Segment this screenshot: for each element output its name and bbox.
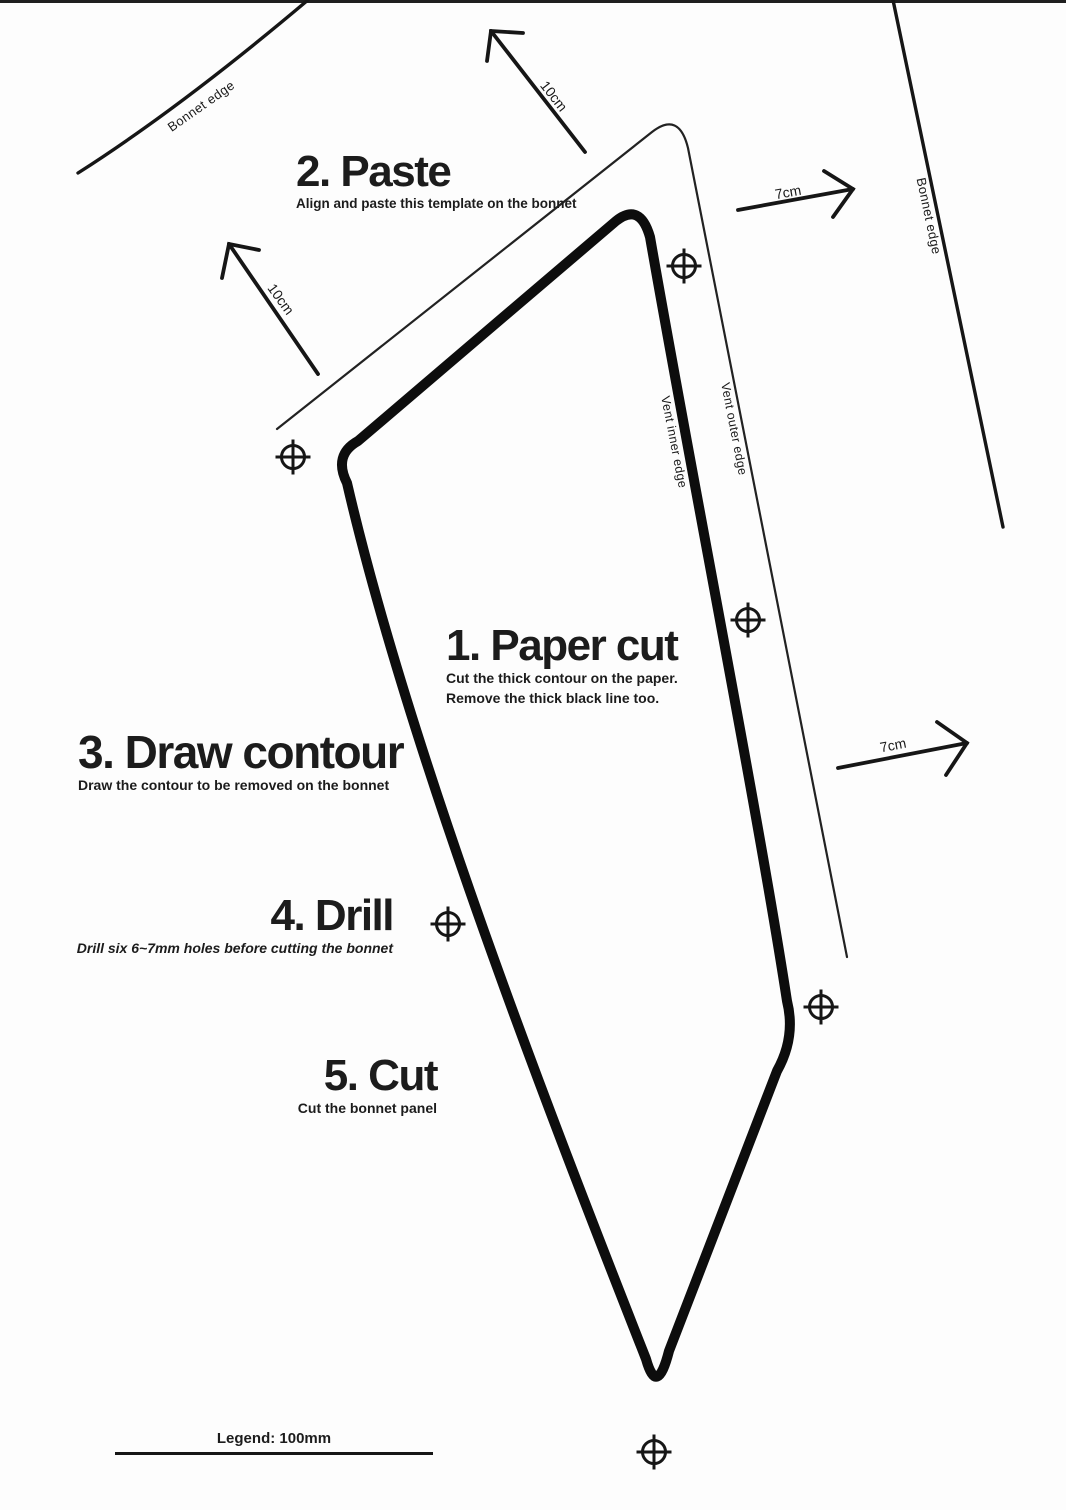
arrow-10cm-left	[220, 241, 320, 376]
step-draw-contour-title: 3. Draw contour	[78, 726, 405, 778]
drill-mark-top-left	[274, 438, 312, 476]
legend-scale-bar: Legend: 100mm	[115, 1430, 433, 1455]
step-paper-cut-title: 1. Paper cut	[446, 621, 679, 670]
page-top-border	[0, 0, 1066, 3]
arrow-10cm-left-shaft	[227, 242, 320, 376]
drill-mark-right-lower	[802, 988, 840, 1026]
step-draw-contour-desc: Draw the contour to be removed on the bo…	[78, 777, 390, 793]
step-paper-cut: 1. Paper cut Cut the thick contour on th…	[446, 621, 679, 709]
bonnet-edge-line-top-left	[76, 0, 310, 175]
step-paste-title: 2. Paste	[296, 147, 452, 196]
drill-mark-right-upper	[729, 601, 767, 639]
arrow-7cm-right-shaft	[836, 741, 969, 770]
arrow-10cm-top	[485, 28, 587, 154]
arrow-7cm-right-head	[935, 720, 970, 777]
arrow-7cm-right	[836, 720, 970, 777]
step-paste: 2. Paste Align and paste this template o…	[296, 150, 577, 214]
arrow-10cm-top-head	[485, 28, 525, 63]
drill-mark-left-mid	[429, 905, 467, 943]
step-drill: 4. Drill Drill six 6~7mm holes before cu…	[76, 891, 395, 958]
step-paper-cut-desc-line2: Remove the thick black line too.	[446, 690, 660, 707]
arrow-10cm-top-shaft	[489, 29, 587, 154]
arrow-7cm-top-head	[822, 169, 856, 219]
vent-outer-edge-line	[275, 123, 849, 959]
step-cut: 5. Cut Cut the bonnet panel	[297, 1051, 439, 1118]
drill-mark-bottom	[635, 1433, 673, 1471]
bonnet-edge-line-right	[891, 0, 1005, 529]
arrow-7cm-top	[736, 169, 856, 219]
step-paper-cut-desc-line1: Cut the thick contour on the paper.	[446, 670, 678, 686]
arrow-7cm-top-shaft	[736, 187, 855, 212]
drill-mark-apex	[665, 247, 703, 285]
step-cut-title: 5. Cut	[323, 1051, 439, 1100]
vent-inner-edge-contour	[336, 209, 795, 1382]
arrow-10cm-left-head	[220, 241, 261, 280]
step-drill-title: 4. Drill	[270, 891, 395, 940]
step-paste-desc: Align and paste this template on the bon…	[296, 196, 577, 211]
step-drill-desc: Drill six 6~7mm holes before cutting the…	[76, 940, 393, 956]
step-draw-contour: 3. Draw contour Draw the contour to be r…	[78, 726, 405, 795]
step-cut-desc: Cut the bonnet panel	[297, 1100, 437, 1116]
